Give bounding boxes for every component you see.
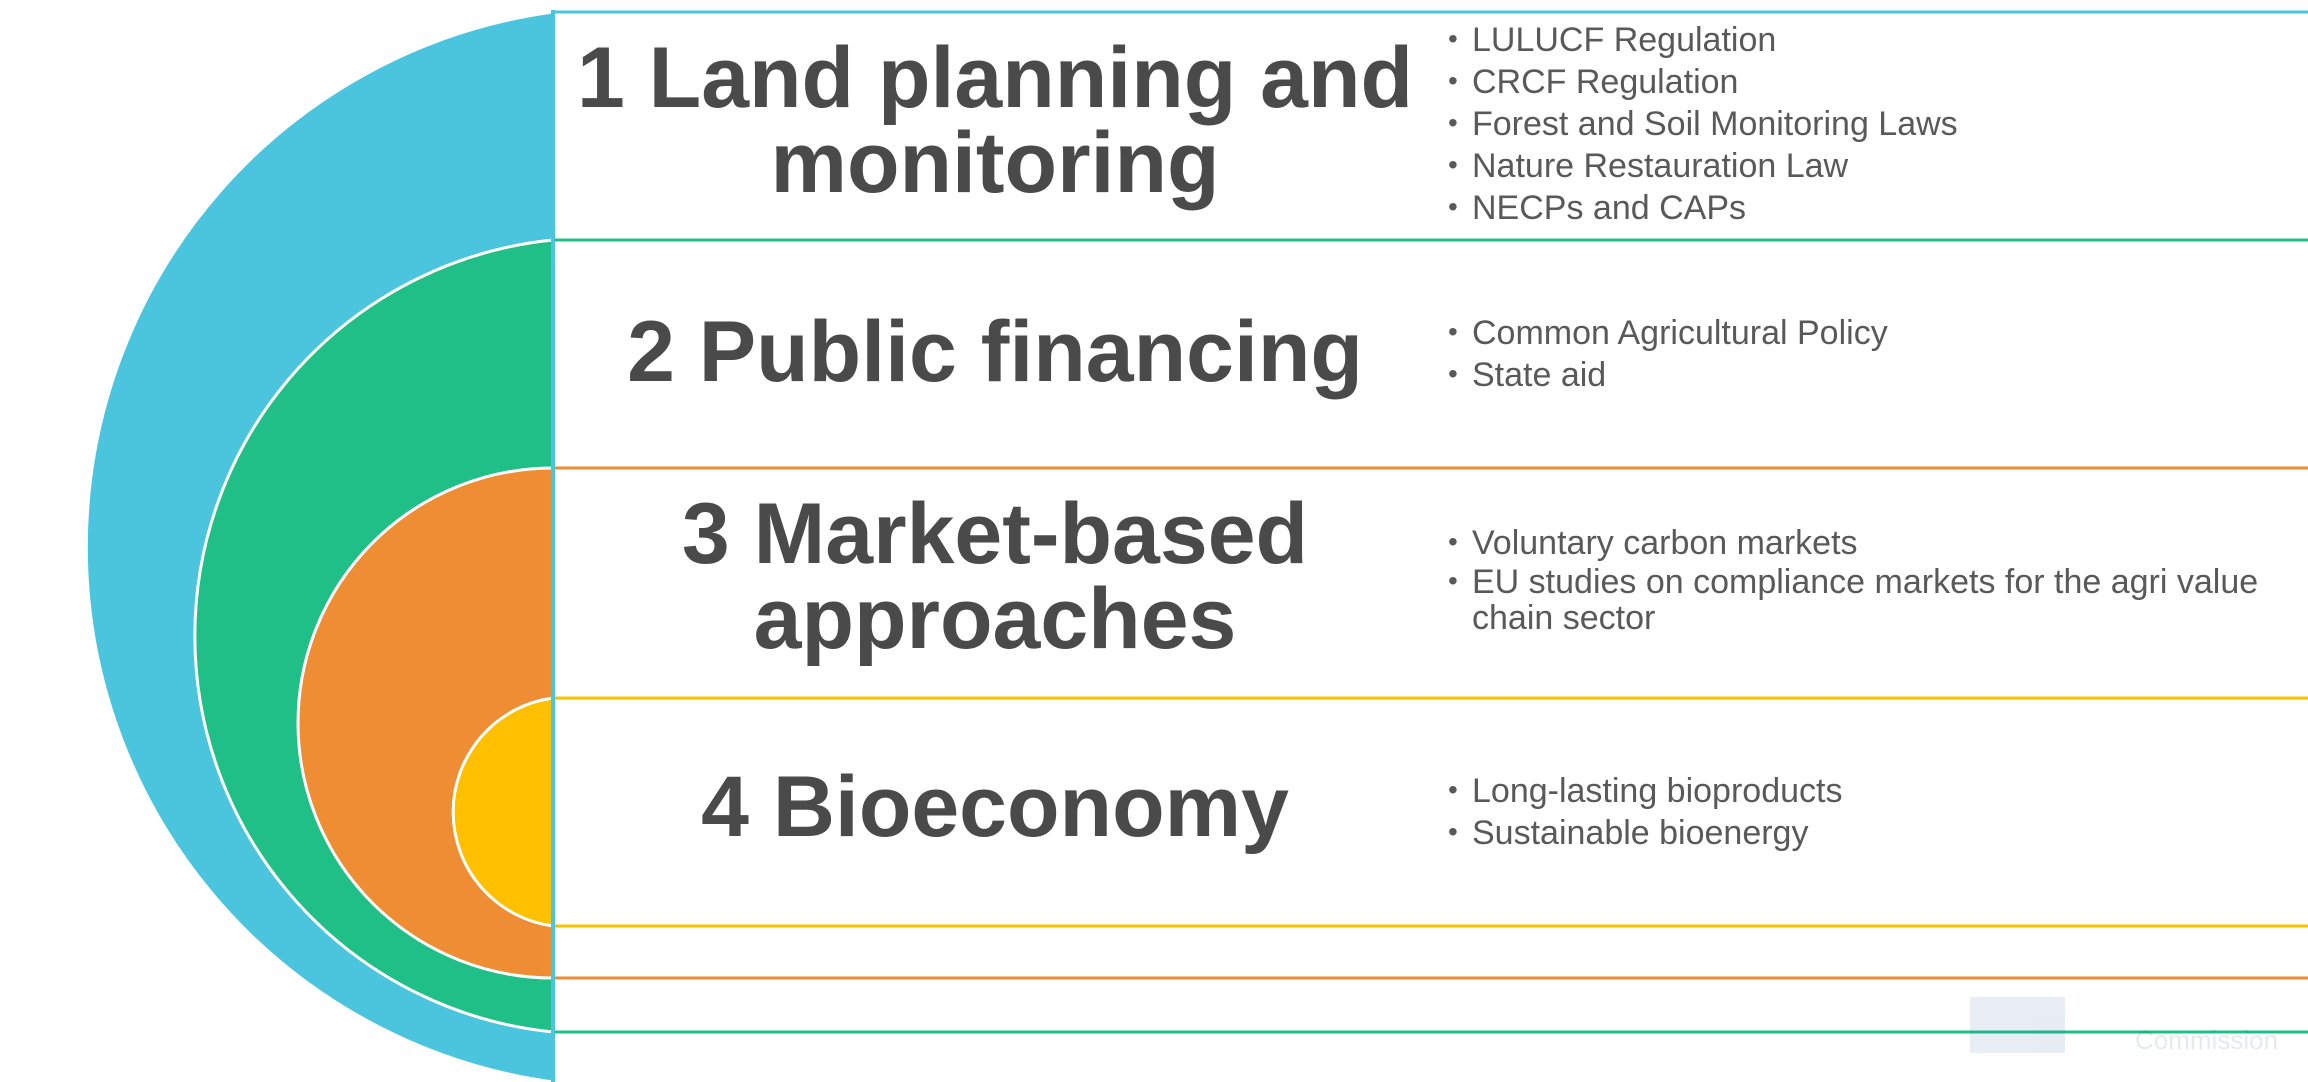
bullet-item: Voluntary carbon markets xyxy=(1448,521,2288,564)
row-2-bullet-list: Common Agricultural Policy State aid xyxy=(1448,311,2288,396)
row-1-bullet-list: LULUCF Regulation CRCF Regulation Forest… xyxy=(1448,18,2288,229)
bullet-item: Sustainable bioenergy xyxy=(1448,811,2288,854)
bullet-item: Long-lasting bioproducts xyxy=(1448,769,2288,812)
bullet-item: Nature Restauration Law xyxy=(1448,144,2288,187)
row-3-heading-line1: 3 Market-based xyxy=(681,486,1309,582)
row-1-heading: 1 Land planning and monitoring xyxy=(560,30,1430,211)
row-1-heading-line2: monitoring xyxy=(770,115,1220,211)
row-4-heading: 4 Bioeconomy xyxy=(560,759,1430,855)
row-3-heading-line2: approaches xyxy=(753,571,1237,667)
row-2-heading-line1: 2 Public financing xyxy=(627,304,1363,400)
row-2-heading: 2 Public financing xyxy=(560,304,1430,400)
row-3-bullet-list: Voluntary carbon markets EU studies on c… xyxy=(1448,521,2288,636)
bullet-item: NECPs and CAPs xyxy=(1448,186,2288,229)
eu-flag-icon xyxy=(1970,997,2065,1053)
bullet-item: LULUCF Regulation xyxy=(1448,18,2288,61)
bullet-item: Forest and Soil Monitoring Laws xyxy=(1448,102,2288,145)
bullet-item: Common Agricultural Policy xyxy=(1448,311,2288,354)
row-4-bullet-list: Long-lasting bioproducts Sustainable bio… xyxy=(1448,769,2288,854)
row-1-heading-line1: 1 Land planning and xyxy=(576,30,1414,126)
commission-logo-watermark: Commission xyxy=(1930,995,2300,1057)
logo-text: Commission xyxy=(2135,1025,2279,1055)
bullet-item: EU studies on compliance markets for the… xyxy=(1448,563,2288,636)
row-4-heading-line1: 4 Bioeconomy xyxy=(701,759,1289,855)
bullet-item: CRCF Regulation xyxy=(1448,60,2288,103)
bullet-item: State aid xyxy=(1448,353,2288,396)
row-3-heading: 3 Market-based approaches xyxy=(560,486,1430,667)
arc-yellow xyxy=(451,696,555,928)
